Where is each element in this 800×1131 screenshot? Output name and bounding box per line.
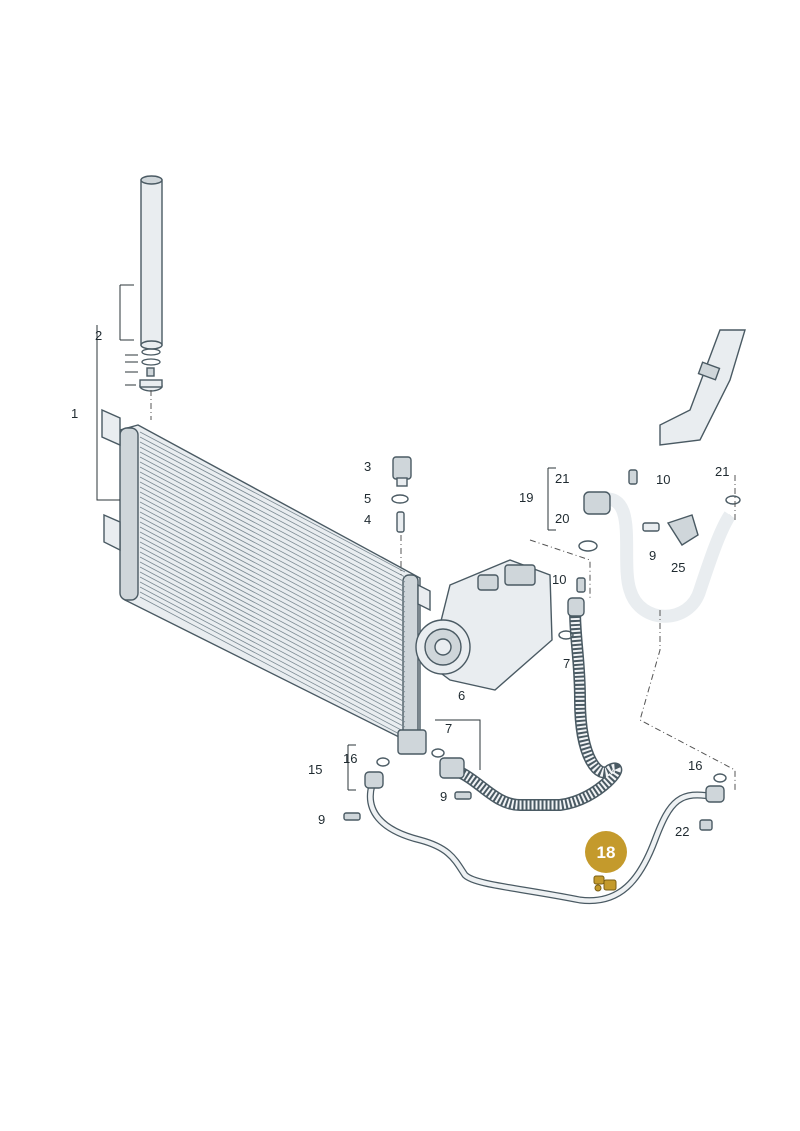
bolt-9-left bbox=[343, 812, 361, 821]
liquid-line bbox=[364, 757, 727, 905]
seal-ring-21 bbox=[725, 495, 741, 505]
callout-20: 20 bbox=[555, 511, 569, 526]
callout-19: 19 bbox=[519, 490, 533, 505]
callout-5: 5 bbox=[364, 491, 371, 506]
ac-compressor bbox=[415, 559, 553, 691]
callout-labels: 1 2 3 4 5 6 7 7 9 9 9 10 10 15 16 16 19 … bbox=[71, 328, 729, 839]
leaders-2-sub bbox=[125, 354, 138, 386]
bracket-1 bbox=[96, 325, 120, 501]
callout-15: 15 bbox=[308, 762, 322, 777]
callout-7-upper: 7 bbox=[563, 656, 570, 671]
suction-hose-assembly bbox=[578, 491, 736, 623]
pressure-sender bbox=[391, 456, 412, 533]
bracket-19 bbox=[547, 467, 556, 531]
callout-10-lower: 10 bbox=[552, 572, 566, 587]
bolt-10-lower bbox=[576, 577, 586, 593]
highlighted-fitting-icon bbox=[593, 875, 617, 892]
callout-1: 1 bbox=[71, 406, 78, 421]
clamp bbox=[642, 514, 699, 546]
callout-6: 6 bbox=[458, 688, 465, 703]
bracket-2 bbox=[119, 284, 134, 341]
callout-9-mid: 9 bbox=[440, 789, 447, 804]
callout-2: 2 bbox=[95, 328, 102, 343]
bolt-9-mid bbox=[454, 791, 472, 800]
callout-21-left: 21 bbox=[555, 471, 569, 486]
callout-4: 4 bbox=[364, 512, 371, 527]
dryer-cartridge bbox=[139, 175, 163, 392]
callout-16-right: 16 bbox=[688, 758, 702, 773]
bolt-10-upper bbox=[628, 469, 638, 485]
callout-25: 25 bbox=[671, 560, 685, 575]
callout-9-left: 9 bbox=[318, 812, 325, 827]
callout-22: 22 bbox=[675, 824, 689, 839]
bracket-15 bbox=[347, 744, 356, 791]
highlight-part-18[interactable]: 18 bbox=[585, 831, 627, 892]
callout-9-right: 9 bbox=[649, 548, 656, 563]
highlight-badge[interactable] bbox=[585, 831, 627, 873]
callout-7-lower: 7 bbox=[445, 721, 452, 736]
callout-3: 3 bbox=[364, 459, 371, 474]
callout-16-left: 16 bbox=[343, 751, 357, 766]
callout-10-upper: 10 bbox=[656, 472, 670, 487]
pressure-hose bbox=[431, 597, 623, 811]
bracket-6 bbox=[435, 719, 481, 770]
highlight-number: 18 bbox=[597, 843, 616, 862]
callout-21-right: 21 bbox=[715, 464, 729, 479]
bulkhead-line bbox=[659, 329, 746, 446]
dash-line-c bbox=[639, 610, 736, 790]
condenser bbox=[101, 408, 431, 755]
